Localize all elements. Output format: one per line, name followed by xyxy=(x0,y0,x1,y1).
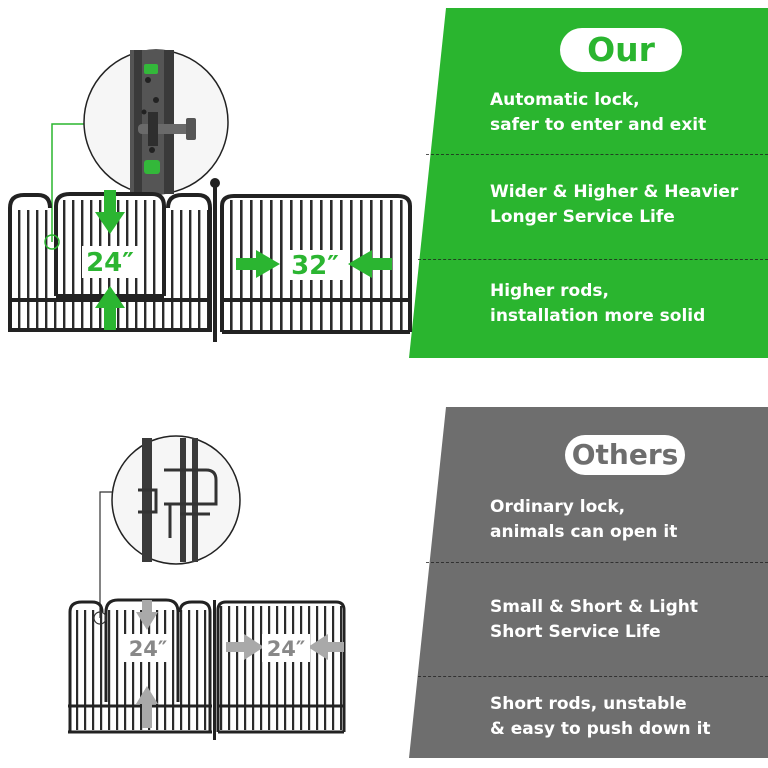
others-height-label: 24″ xyxy=(129,637,168,661)
ours-playpen-illustration: 24″ 32″ xyxy=(8,49,412,342)
others-divider-2 xyxy=(418,676,768,677)
others-playpen-illustration: 24″ 24″ xyxy=(68,435,346,740)
ours-heading: Our xyxy=(560,28,682,72)
ours-width-label: 32″ xyxy=(291,251,339,281)
ours-zoom-leader xyxy=(51,123,84,242)
ours-height-label: 24″ xyxy=(86,248,134,278)
others-width-label: 24″ xyxy=(267,637,306,661)
others-right-fence xyxy=(216,600,346,734)
ours-divider-2 xyxy=(418,259,768,260)
ours-feature-lock: Automatic lock,safer to enter and exit xyxy=(490,90,707,135)
others-left-fence xyxy=(68,598,212,734)
ours-post xyxy=(213,182,217,342)
others-section: Others Ordinary lock,animals can open it… xyxy=(0,380,768,768)
others-divider-1 xyxy=(426,562,768,563)
others-heading: Others xyxy=(565,435,685,475)
ours-width-arrows xyxy=(236,250,392,278)
others-post xyxy=(213,600,216,740)
ours-lock-zoom-circle xyxy=(83,49,229,195)
others-lock-zoom-circle xyxy=(111,435,241,565)
ours-height-arrows xyxy=(95,190,125,330)
others-gray-panel xyxy=(409,407,768,758)
ours-feature-rods: Higher rods,installation more solid xyxy=(490,281,706,326)
others-feature-rods: Short rods, unstable& easy to push down … xyxy=(490,694,711,739)
ours-divider-1 xyxy=(426,154,768,155)
others-zoom-leader xyxy=(99,491,114,618)
others-feature-lock: Ordinary lock,animals can open it xyxy=(490,497,678,542)
others-width-arrows xyxy=(226,634,344,660)
ours-green-panel xyxy=(409,8,768,358)
others-height-arrows xyxy=(136,600,158,728)
ours-section: Our Automatic lock,safer to enter and ex… xyxy=(0,0,768,380)
